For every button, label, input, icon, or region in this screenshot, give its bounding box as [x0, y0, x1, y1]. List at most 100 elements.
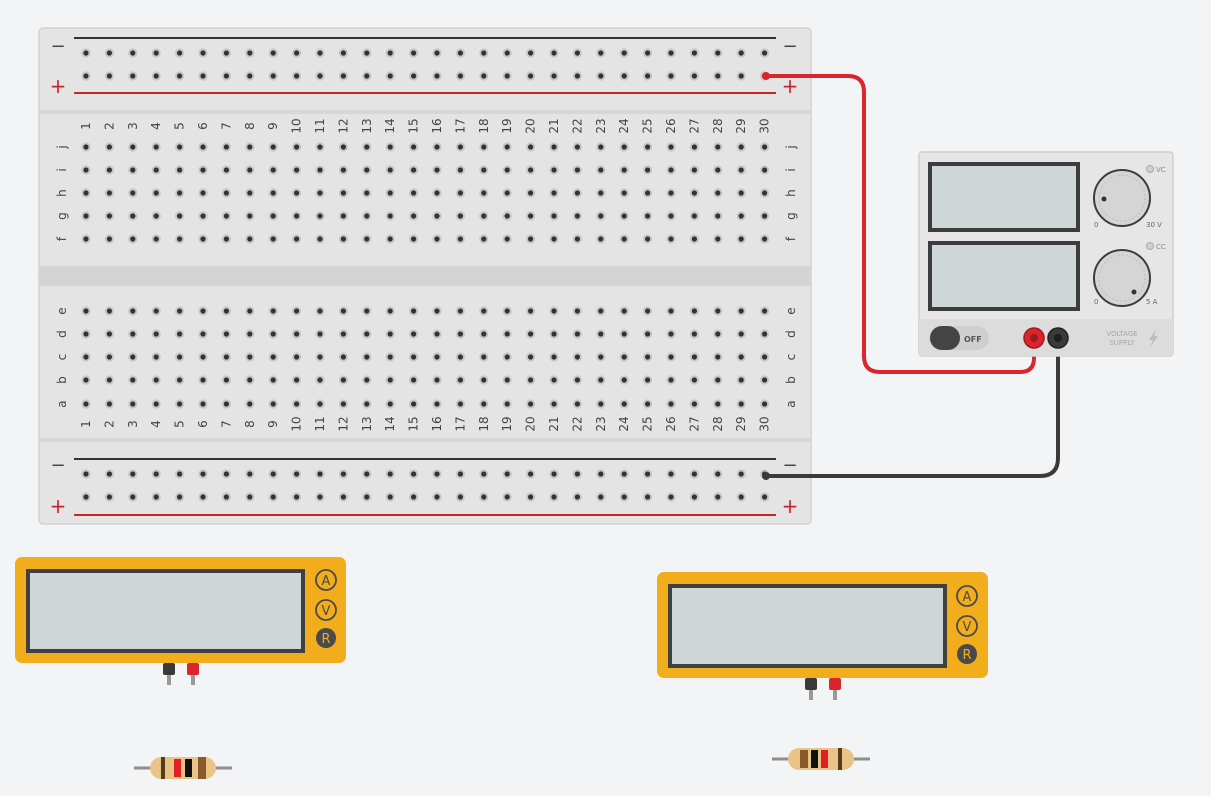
multimeter-1[interactable]: A V R: [15, 557, 346, 685]
rail-hole[interactable]: [596, 48, 606, 58]
rail-hole[interactable]: [268, 469, 278, 479]
breadboard-hole[interactable]: [175, 211, 185, 221]
breadboard-hole[interactable]: [736, 329, 746, 339]
breadboard-hole[interactable]: [713, 399, 723, 409]
breadboard-hole[interactable]: [760, 234, 770, 244]
rail-hole[interactable]: [151, 71, 161, 81]
breadboard-hole[interactable]: [245, 306, 255, 316]
breadboard-hole[interactable]: [245, 352, 255, 362]
rail-hole[interactable]: [245, 469, 255, 479]
breadboard-hole[interactable]: [526, 165, 536, 175]
breadboard-hole[interactable]: [526, 234, 536, 244]
multimeter-1-mode-ammeter[interactable]: [315, 569, 337, 591]
breadboard-hole[interactable]: [221, 142, 231, 152]
rail-hole[interactable]: [713, 48, 723, 58]
breadboard-hole[interactable]: [292, 399, 302, 409]
breadboard-hole[interactable]: [268, 234, 278, 244]
breadboard-hole[interactable]: [479, 188, 489, 198]
resistor-2[interactable]: [772, 748, 870, 770]
breadboard-hole[interactable]: [666, 375, 676, 385]
breadboard[interactable]: − − + + − − + + 112233445566778899101011…: [38, 27, 812, 525]
breadboard-hole[interactable]: [549, 234, 559, 244]
breadboard-hole[interactable]: [432, 234, 442, 244]
multimeter-2-mode-ohmmeter[interactable]: [957, 644, 977, 664]
rail-hole[interactable]: [362, 469, 372, 479]
breadboard-hole[interactable]: [175, 142, 185, 152]
rail-hole[interactable]: [81, 71, 91, 81]
breadboard-hole[interactable]: [479, 352, 489, 362]
breadboard-hole[interactable]: [104, 352, 115, 362]
positive-wire-endpoint[interactable]: [762, 72, 770, 80]
breadboard-hole[interactable]: [268, 306, 278, 316]
breadboard-hole[interactable]: [385, 211, 395, 221]
rail-hole[interactable]: [221, 48, 231, 58]
rail-hole[interactable]: [572, 492, 583, 502]
breadboard-hole[interactable]: [175, 399, 185, 409]
breadboard-hole[interactable]: [455, 165, 465, 175]
breadboard-hole[interactable]: [221, 329, 231, 339]
breadboard-hole[interactable]: [338, 399, 348, 409]
rail-hole[interactable]: [268, 492, 278, 502]
breadboard-hole[interactable]: [713, 306, 723, 316]
breadboard-hole[interactable]: [151, 399, 161, 409]
rail-hole[interactable]: [643, 469, 653, 479]
breadboard-hole[interactable]: [455, 234, 465, 244]
rail-hole[interactable]: [572, 48, 583, 58]
breadboard-hole[interactable]: [432, 329, 442, 339]
breadboard-hole[interactable]: [549, 165, 559, 175]
breadboard-hole[interactable]: [526, 188, 536, 198]
rail-hole[interactable]: [409, 48, 419, 58]
breadboard-hole[interactable]: [502, 375, 512, 385]
breadboard-hole[interactable]: [198, 165, 208, 175]
breadboard-hole[interactable]: [245, 188, 255, 198]
breadboard-hole[interactable]: [526, 142, 536, 152]
rail-hole[interactable]: [81, 469, 91, 479]
breadboard-hole[interactable]: [151, 142, 161, 152]
breadboard-hole[interactable]: [315, 306, 325, 316]
breadboard-hole[interactable]: [81, 165, 91, 175]
breadboard-hole[interactable]: [175, 329, 185, 339]
breadboard-hole[interactable]: [666, 306, 676, 316]
breadboard-hole[interactable]: [128, 399, 138, 409]
rail-hole[interactable]: [619, 469, 629, 479]
breadboard-hole[interactable]: [338, 234, 348, 244]
rail-hole[interactable]: [409, 492, 419, 502]
breadboard-hole[interactable]: [385, 188, 395, 198]
rail-hole[interactable]: [689, 71, 700, 81]
breadboard-hole[interactable]: [409, 306, 419, 316]
rail-hole[interactable]: [198, 71, 208, 81]
breadboard-hole[interactable]: [175, 352, 185, 362]
breadboard-hole[interactable]: [619, 352, 629, 362]
breadboard-hole[interactable]: [619, 306, 629, 316]
breadboard-hole[interactable]: [198, 142, 208, 152]
breadboard-hole[interactable]: [666, 352, 676, 362]
breadboard-hole[interactable]: [292, 306, 302, 316]
rail-hole[interactable]: [666, 71, 676, 81]
breadboard-hole[interactable]: [455, 142, 465, 152]
breadboard-hole[interactable]: [619, 165, 629, 175]
breadboard-hole[interactable]: [572, 352, 583, 362]
breadboard-hole[interactable]: [619, 211, 629, 221]
breadboard-hole[interactable]: [198, 234, 208, 244]
rail-hole[interactable]: [455, 48, 465, 58]
rail-hole[interactable]: [666, 469, 676, 479]
breadboard-hole[interactable]: [362, 165, 372, 175]
rail-hole[interactable]: [455, 71, 465, 81]
breadboard-hole[interactable]: [643, 306, 653, 316]
breadboard-hole[interactable]: [268, 375, 278, 385]
breadboard-hole[interactable]: [268, 188, 278, 198]
rail-hole[interactable]: [689, 469, 700, 479]
breadboard-hole[interactable]: [409, 211, 419, 221]
breadboard-hole[interactable]: [572, 399, 583, 409]
breadboard-hole[interactable]: [596, 399, 606, 409]
rail-hole[interactable]: [221, 71, 231, 81]
breadboard-hole[interactable]: [128, 234, 138, 244]
breadboard-hole[interactable]: [221, 165, 231, 175]
rail-hole[interactable]: [760, 48, 770, 58]
breadboard-hole[interactable]: [245, 211, 255, 221]
breadboard-hole[interactable]: [175, 306, 185, 316]
breadboard-hole[interactable]: [409, 165, 419, 175]
rail-hole[interactable]: [198, 48, 208, 58]
rail-hole[interactable]: [315, 71, 325, 81]
rail-hole[interactable]: [128, 48, 138, 58]
